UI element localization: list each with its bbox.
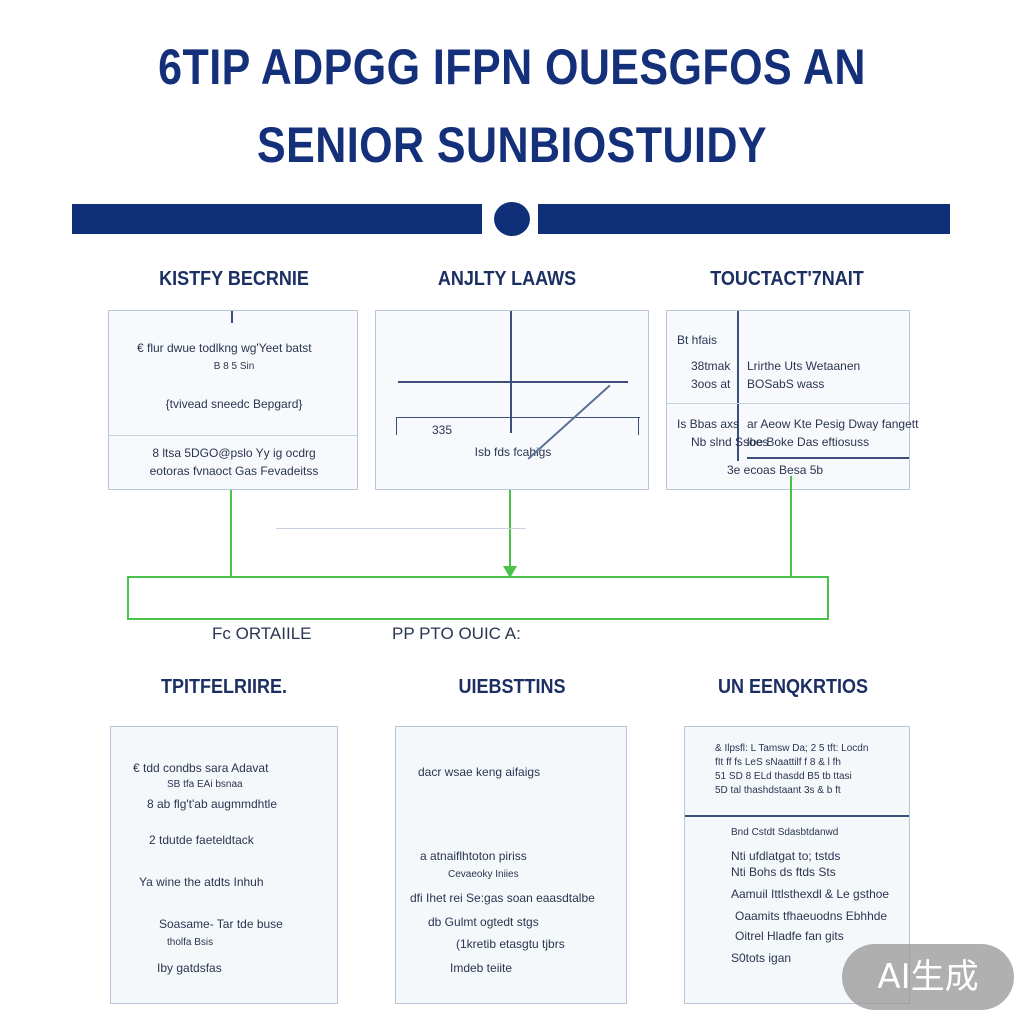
panel-text: Nb slnd Ssoes (691, 435, 769, 449)
panel-text: 3oos at (691, 377, 731, 391)
title-line-1: 6TIP ADPGG IFPN OUESGFOS AN (158, 39, 866, 95)
panel-item: € tdd condbs sara Adavat (133, 761, 269, 775)
arrow-down-icon (503, 566, 517, 578)
panel-tick (396, 417, 397, 435)
flow-label-center: PP PTO OUIC A: (392, 624, 521, 643)
top-panel-3: Bt hfais 38tmak 3oos at Is Bbas axs Lrir… (666, 310, 918, 490)
top-panel-1: € flur dwue todlkng wg'Yeet batst B 8 5 … (108, 310, 358, 490)
panel-text: Lrirthe Uts Wetaanen (747, 359, 861, 373)
bottom-column-heading-1: TPITFELRIIRE. (161, 676, 287, 698)
panel-text: Isb fds fcahigs (474, 445, 552, 459)
panel-axis-vertical (510, 311, 512, 433)
panel-column-divider (737, 311, 739, 461)
panel-text: lbe Boke Das eftiosuss (747, 435, 870, 449)
panel-divider (109, 435, 357, 436)
panel-item: Imdeb teiite (450, 961, 513, 975)
bottom-column-heading-3: UN EENQKRTIOS (717, 676, 869, 698)
bottom-column-heading-2: UIEBSTTINS (458, 676, 566, 698)
panel-item: S0tots igan (731, 951, 792, 965)
panel-item: 2 tdutde faeteldtack (149, 833, 254, 847)
panel-text: B 8 5 Sin (213, 361, 255, 372)
ai-generated-badge: AI生成 (842, 944, 1014, 1010)
panel-text: 335 (432, 423, 453, 437)
panel-text: {tvivead sneedc Bepgard} (165, 397, 303, 411)
flow-label-left: Fc ORTAIILE (212, 624, 312, 643)
panel-item: db Gulmt ogtedt stgs (428, 915, 539, 929)
flow-connector-left (230, 490, 232, 578)
top-column-heading-2: ANJLTY LAAWS (437, 268, 577, 290)
panel-item: Oaamits tfhaeuodns Ebhhde (735, 909, 888, 923)
panel-text: BOSabS wass (747, 377, 825, 391)
panel-divider (685, 815, 909, 817)
panel-text: 3e ecoas Besa 5b (727, 463, 824, 477)
divider-dot (494, 202, 530, 236)
panel-divider (667, 403, 909, 404)
bottom-panel-2: dacr wsae keng aifaigs a atnaiflhtoton p… (395, 726, 627, 1004)
panel-tick (638, 417, 639, 435)
bottom-panel-1: € tdd condbs sara Adavat SB tfa EAi bsna… (110, 726, 338, 1004)
panel-item: & Ilpsfl: L Tamsw Da; 2 5 tft: Locdn (715, 743, 869, 754)
panel-item: dacr wsae keng aifaigs (418, 765, 541, 779)
panel-rule (747, 457, 909, 459)
panel-text: ar Aeow Kte Pesig Dway fangett (747, 417, 919, 431)
panel-item: dfi Ihet rei Se:gas soan eaasdtalbe (410, 891, 595, 905)
panel-item: Oitrel Hladfe fan gits (735, 929, 844, 943)
panel-item: (1kretib etasgtu tjbrs (456, 937, 565, 951)
panel-item: 5D tal thashdstaant 3s & b ft (715, 785, 841, 796)
flow-connector-right (790, 476, 792, 578)
panel-item: Nti ufdlatgat to; tstds (731, 849, 841, 863)
panel-item: SB tfa EAi bsnaa (167, 779, 243, 790)
panel-text: 8 ltsa 5DGO@pslo Yy ig ocdrg (152, 446, 316, 460)
faint-guide-line (276, 528, 526, 529)
panel-item: Soasame- Tar tde buse (159, 917, 283, 931)
panel-text: 38tmak (691, 359, 731, 373)
panel-text: eotoras fvnaoct Gas Fevadeitss (149, 464, 319, 478)
panel-item: Cevaeoky Iniies (448, 869, 519, 880)
panel-item: Nti Bohs ds ftds Sts (731, 865, 836, 879)
panel-text: € flur dwue todlkng wg'Yeet batst (137, 341, 312, 355)
flow-connector-center (509, 490, 511, 568)
title-line-2: SENIOR SUNBIOSTUIDY (257, 117, 767, 173)
top-panel-2: 335 Isb fds fcahigs (375, 310, 649, 490)
panel-item: 51 SD 8 ELd thasdd B5 tb ttasi (715, 771, 852, 782)
panel-item: 8 ab flg't'ab augmmdhtle (147, 797, 277, 811)
panel-item: Ya wine the atdts Inhuh (139, 875, 264, 889)
panel-axis-horizontal (398, 381, 628, 383)
top-column-heading-1: KISTFY BECRNIE (159, 268, 309, 290)
panel-item: Aamuil Ittlsthexdl & Le gsthoe (731, 887, 890, 901)
panel-item: Iby gatdsfas (157, 961, 222, 975)
divider-bar-right (538, 204, 950, 234)
panel-item: Bnd Cstdt Sdasbtdanwd (731, 827, 839, 838)
panel-item: fIt ff fs LeS sNaattilf f 8 & l fh (715, 757, 841, 768)
panel-item: tholfa Bsis (167, 937, 214, 948)
panel-text: Bt hfais (677, 333, 718, 347)
panel-item: a atnaiflhtoton piriss (420, 849, 527, 863)
flow-bar (127, 576, 829, 620)
top-column-heading-3: TOUCTACT'7NAIT (710, 268, 864, 290)
panel-axis-lower (396, 417, 640, 418)
panel-connector (231, 311, 233, 323)
panel-text: Is Bbas axs (677, 417, 740, 431)
divider-bar-left (72, 204, 482, 234)
